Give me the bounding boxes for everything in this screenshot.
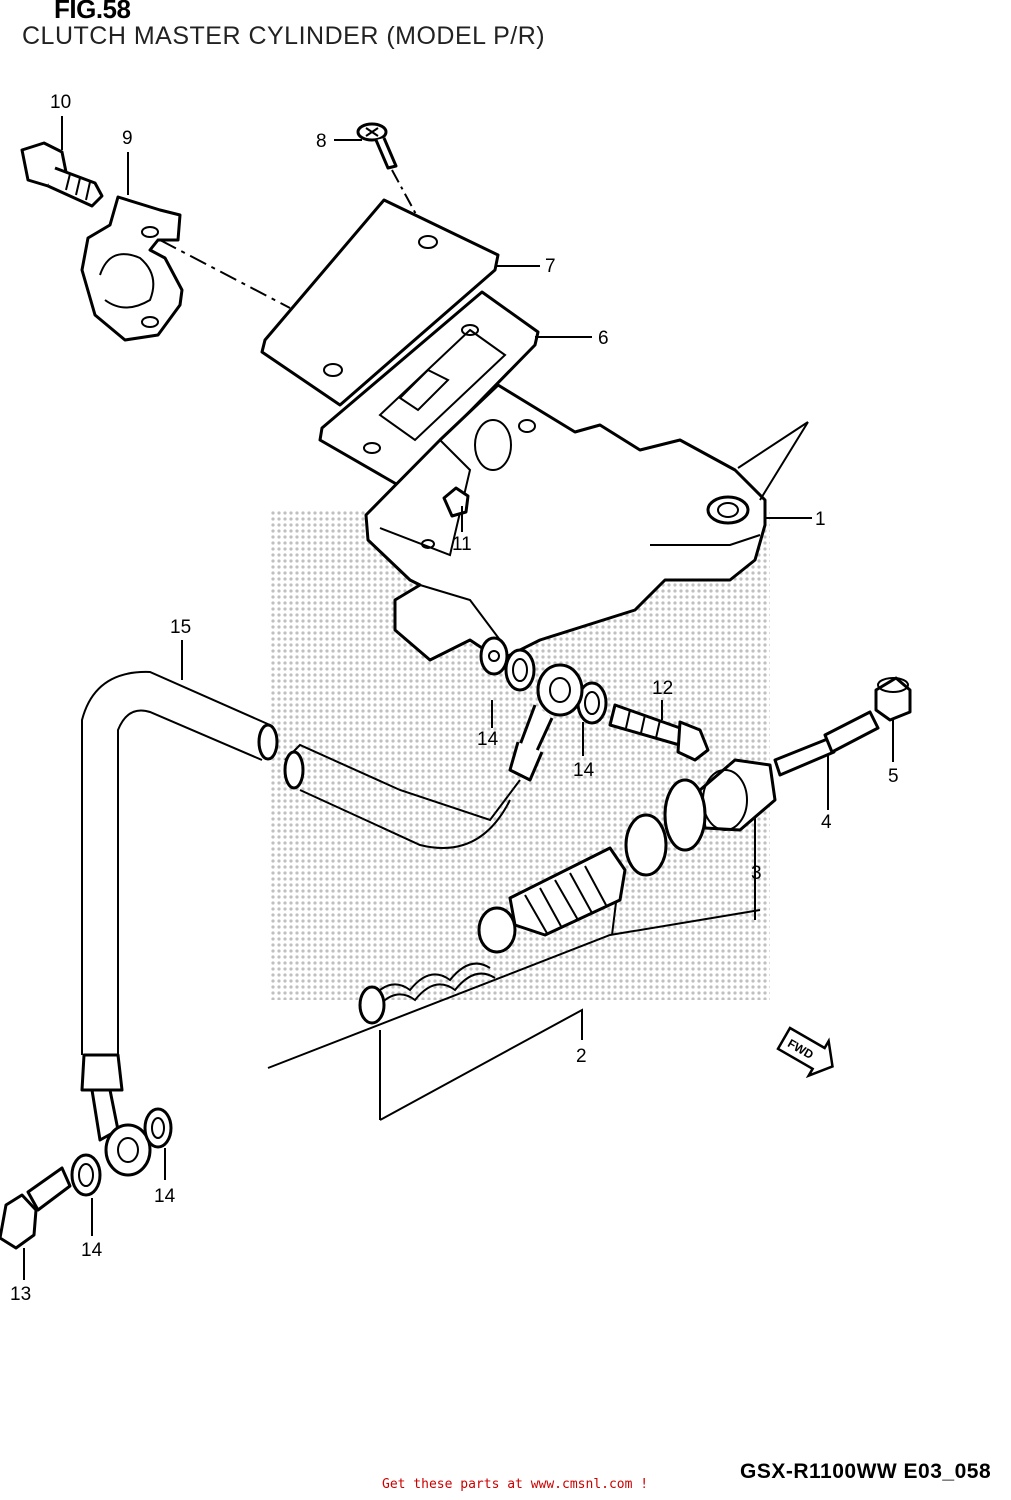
callout-labels: 10 9 8 7 6 1 11 15 12 14 14 5 4 3 2 14 1… [10, 92, 899, 1305]
callout-12: 12 [652, 678, 673, 699]
part-3-seal-kit [624, 758, 777, 877]
figure-number: FIG.58 [54, 0, 131, 24]
part-2-piston-spring [358, 846, 627, 1025]
figure-title: CLUTCH MASTER CYLINDER (MODEL P/R) [22, 22, 546, 50]
callout-1: 1 [815, 509, 826, 530]
exploded-parts-diagram: 10 9 8 7 6 1 11 15 12 14 14 5 4 3 2 14 1… [0, 92, 912, 1305]
part-14-washer-c [143, 1107, 173, 1149]
part-15-hose [80, 670, 521, 1177]
callout-6: 6 [598, 328, 609, 349]
part-14-washer-a [504, 648, 536, 692]
callout-14-b: 14 [573, 760, 595, 781]
part-14-washer-d [70, 1153, 102, 1197]
callout-13: 13 [10, 1284, 31, 1305]
callout-11: 11 [452, 534, 472, 555]
part-7-cover [260, 198, 500, 407]
part-10-bolt [20, 141, 104, 208]
callout-14-d: 14 [81, 1240, 103, 1261]
callout-14-c: 14 [154, 1186, 176, 1207]
callout-5: 5 [888, 766, 899, 787]
callout-14-a: 14 [477, 729, 499, 750]
callout-9: 9 [122, 128, 133, 149]
callout-7: 7 [545, 256, 556, 277]
part-8-screw [356, 122, 398, 170]
callout-3: 3 [751, 863, 762, 884]
part-5-boot [874, 676, 912, 722]
model-code: GSX-R1100WW E03_058 [740, 1460, 992, 1483]
callout-15: 15 [170, 617, 191, 638]
part-4-push-rod [773, 710, 880, 777]
callout-8: 8 [316, 131, 327, 152]
part-13-union-bolt [0, 1166, 72, 1250]
part-1-cylinder-body [364, 383, 767, 676]
part-9-clamp [80, 195, 184, 342]
source-link[interactable]: Get these parts at www.cmsnl.com ! [382, 1477, 649, 1492]
banjo-fitting [508, 663, 584, 782]
callout-leaders [23, 116, 894, 1280]
callout-4: 4 [821, 812, 832, 833]
callout-2: 2 [576, 1046, 587, 1067]
callout-10: 10 [50, 92, 71, 113]
fwd-arrow-icon: FWD [776, 1026, 834, 1079]
part-12-union-bolt [608, 703, 710, 762]
